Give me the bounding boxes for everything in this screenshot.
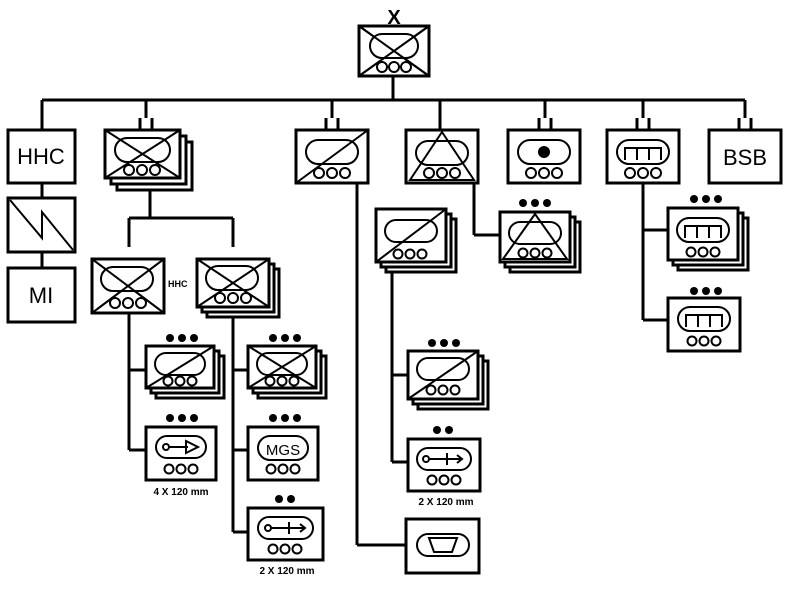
brigade-hq-symbol: X [357, 7, 431, 78]
mortar-unit-right: 2 X 120 mm [246, 495, 325, 577]
recon-vehicle-unit-box [404, 517, 481, 575]
bsb-unit-box: BSB [707, 118, 783, 185]
recon-troop-stack [406, 339, 490, 411]
support-unit-box [605, 118, 681, 185]
mortar-caption-center: 2 X 120 mm [418, 497, 473, 508]
hhc-side-label: HHC [168, 279, 188, 289]
hhc-unit-box: HHC [6, 128, 77, 185]
mortar-caption-right: 2 X 120 mm [259, 566, 314, 577]
engineer-company-stack [498, 199, 582, 274]
signal-unit-box [6, 196, 77, 254]
bsb-label: BSB [723, 145, 767, 170]
armor-hhc-unit-box: HHC [90, 257, 188, 315]
connector-lines [40, 76, 747, 547]
mortar-unit-left: 4 X 120 mm [144, 414, 218, 498]
artillery-unit-box [506, 118, 582, 185]
hhc-label: HHC [17, 144, 65, 169]
mortar-caption-left: 4 X 120 mm [153, 487, 208, 498]
mgs-label: MGS [266, 442, 300, 459]
engineer-unit-box [404, 128, 480, 185]
support-company-stack [666, 195, 750, 272]
mech-company-stack-left [144, 334, 226, 400]
support-platoon-unit-box [666, 287, 742, 353]
brigade-echelon-mark: X [387, 7, 401, 29]
armor-company-stack-right [246, 334, 328, 400]
mortar-unit-center: 2 X 120 mm [406, 426, 482, 508]
recon-squadron-stack [374, 207, 458, 274]
mi-label: MI [29, 283, 53, 308]
armor-battalion-stack [103, 118, 194, 192]
recon-unit-box [294, 118, 370, 185]
armor-battalion-b-stack [195, 257, 281, 319]
mi-unit-box: MI [6, 266, 77, 324]
mgs-unit-box: MGS [246, 414, 320, 482]
